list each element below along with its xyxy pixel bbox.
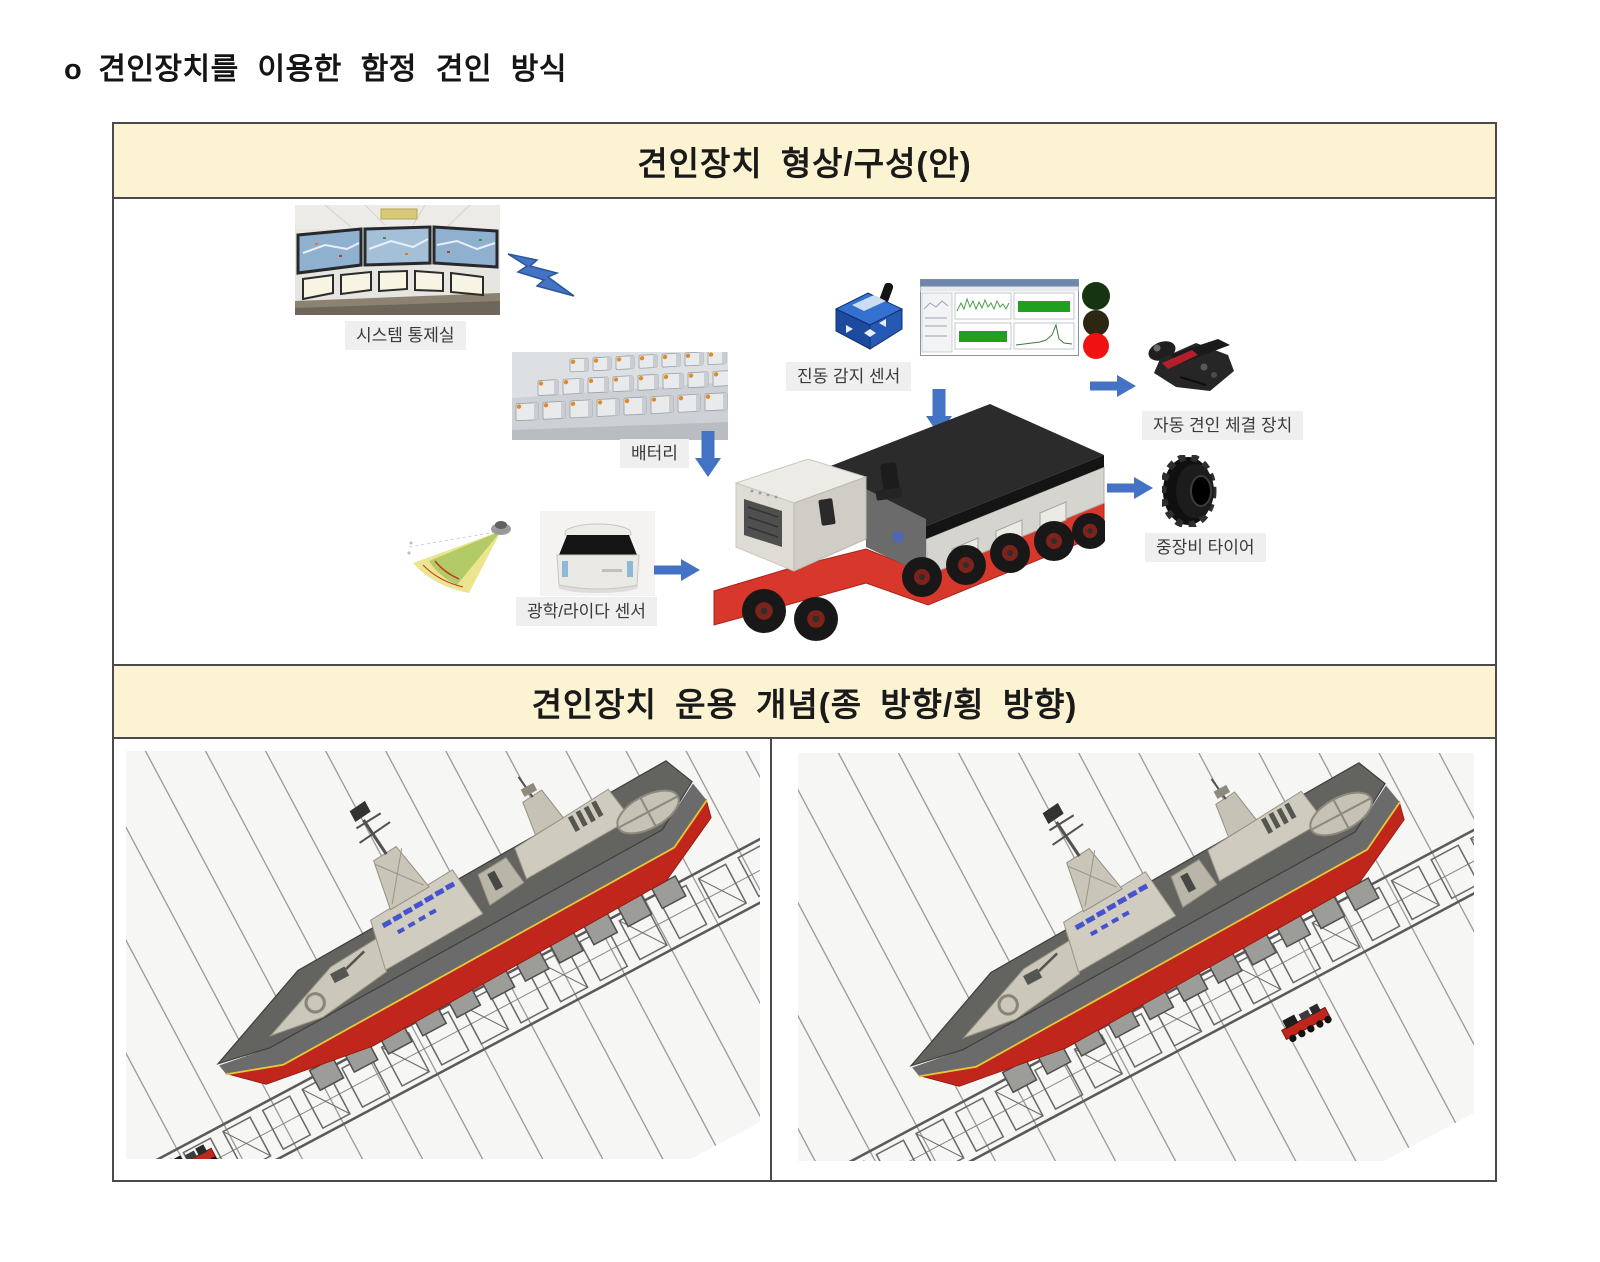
ship-lateral-illustration — [798, 753, 1474, 1161]
label-battery: 배터리 — [620, 439, 689, 469]
lidar-scan-visualization — [405, 517, 519, 595]
vibration-sensor-photo — [828, 283, 908, 351]
page-title-text: 견인장치를 이용한 함정 견인 방식 — [98, 53, 567, 86]
ship-longitudinal-illustration — [126, 751, 760, 1159]
auto-coupler-photo — [1140, 333, 1240, 397]
longitudinal-towing-cell — [114, 739, 772, 1180]
configuration-diagram: 시스템 통제실 배터리 — [114, 199, 1495, 664]
label-heavy-tire: 중장비 타이어 — [1145, 533, 1266, 563]
arrow-down-battery-icon — [695, 431, 721, 477]
label-auto-coupler: 자동 견인 체결 장치 — [1142, 411, 1304, 441]
bullet-marker: o — [64, 54, 83, 86]
header-configuration: 견인장치 형상/구성(안) — [114, 124, 1495, 199]
control-room-photo — [295, 205, 500, 315]
arrow-right-tire-icon — [1107, 477, 1153, 499]
page-title: o 견인장치를 이용한 함정 견인 방식 — [64, 44, 567, 88]
arrow-right-lidar-icon — [654, 559, 700, 581]
towing-transporter-illustration — [660, 379, 1105, 641]
battery-photo — [512, 352, 728, 440]
lidar-sensor-photo — [540, 511, 655, 596]
monitoring-software-screenshot — [920, 279, 1120, 361]
operation-concept-row — [114, 739, 1495, 1180]
figure-table: 견인장치 형상/구성(안) — [112, 122, 1497, 1182]
label-optical-lidar: 광학/라이다 센서 — [516, 597, 657, 627]
header-operation-concept: 견인장치 운용 개념(종 방향/횡 방향) — [114, 664, 1495, 739]
arrow-right-coupler-icon — [1090, 375, 1136, 397]
label-vibration-sensor: 진동 감지 센서 — [786, 362, 912, 392]
heavy-equipment-tire-photo — [1162, 455, 1222, 527]
label-control-room: 시스템 통제실 — [345, 321, 466, 351]
lightning-bolt-icon — [505, 251, 577, 303]
lateral-towing-cell — [772, 739, 1495, 1180]
